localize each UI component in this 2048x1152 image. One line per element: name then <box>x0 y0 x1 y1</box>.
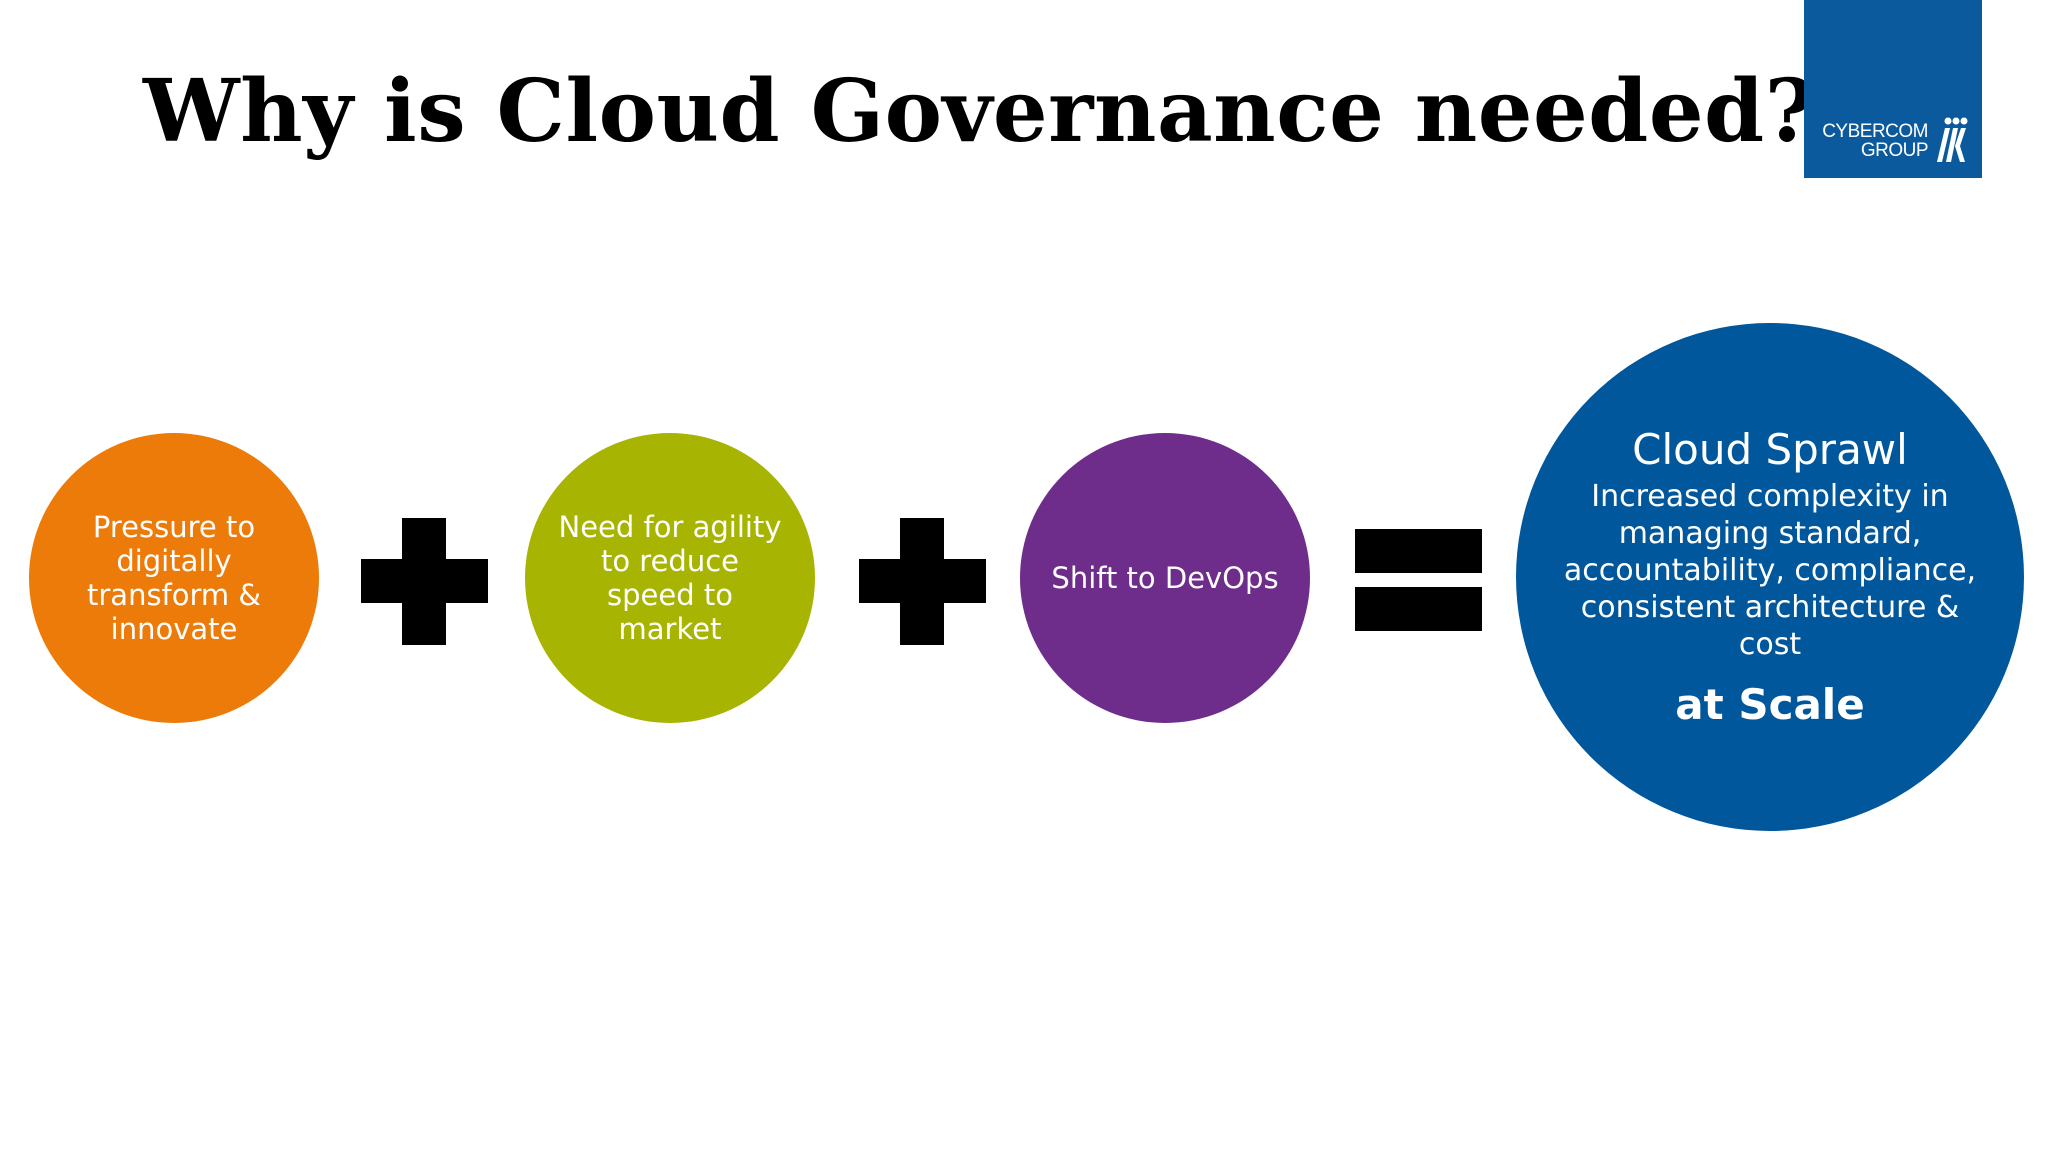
equals-bar-bottom <box>1355 587 1482 631</box>
pressure-text: Pressure to digitally transform & innova… <box>87 510 261 646</box>
slide-title: Why is Cloud Governance needed? <box>143 61 1816 162</box>
plus-bar-vertical <box>402 518 446 645</box>
cloud-sprawl-title: Cloud Sprawl <box>1632 424 1908 474</box>
agility-text: Need for agility to reduce speed to mark… <box>558 510 782 646</box>
logo-figures-icon <box>1937 117 1968 162</box>
logo-wordmark: CYBERCOM GROUP <box>1822 122 1928 160</box>
cloud-sprawl-description: Increased complexity in managing standar… <box>1563 478 1977 662</box>
logo-line-2: GROUP <box>1860 140 1929 161</box>
devops-circle: Shift to DevOps <box>1020 433 1310 723</box>
agility-circle: Need for agility to reduce speed to mark… <box>525 433 815 723</box>
logo-line-1: CYBERCOM <box>1822 121 1928 142</box>
devops-text: Shift to DevOps <box>1051 561 1279 595</box>
cloud-sprawl-circle: Cloud Sprawl Increased complexity in man… <box>1516 323 2024 831</box>
cybercom-logo: CYBERCOM GROUP <box>1804 0 1982 178</box>
pressure-circle: Pressure to digitally transform & innova… <box>29 433 319 723</box>
equals-bar-top <box>1355 529 1482 573</box>
at-scale-label: at Scale <box>1675 679 1865 729</box>
plus-bar-vertical <box>900 518 944 645</box>
